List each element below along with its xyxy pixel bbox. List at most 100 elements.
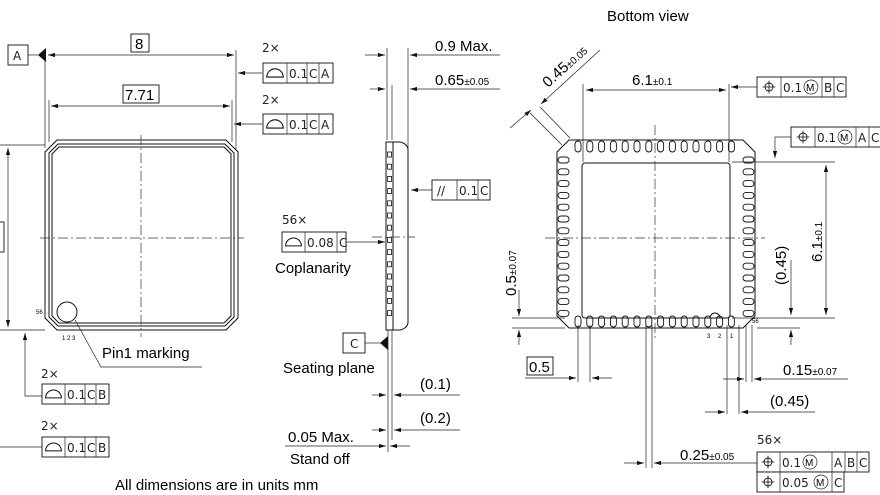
lead-pad (742, 168, 755, 176)
top-view: A 8 7.71 56 1 2 3 Pin1 marking 2× (0, 33, 334, 458)
lead-pad (742, 180, 755, 188)
edge-dimension: 0.15±0.07 (783, 362, 838, 379)
svg-text:A: A (321, 67, 330, 81)
pad-height-dimension: 6.1±0.1 (809, 221, 826, 262)
lead-pad (557, 168, 570, 176)
side-lead (387, 285, 392, 292)
pin-56-label: 56 (752, 319, 759, 325)
fcf-flatness-4: 2× 0.1 C B (0, 419, 110, 458)
svg-text:56×: 56× (757, 433, 782, 447)
fcf-parallelism: // 0.1 C (411, 179, 491, 201)
lead-pad (742, 239, 755, 247)
side-lead (387, 224, 392, 231)
svg-text:0.1: 0.1 (67, 441, 86, 455)
lead-pad (727, 315, 735, 328)
lead-pad (645, 140, 653, 153)
fcf-flatness-1: 2× 0.1 C A (238, 41, 334, 84)
svg-text:0.1: 0.1 (67, 388, 86, 402)
svg-text:A: A (834, 456, 843, 470)
lead-pad (633, 315, 641, 328)
svg-text:0.1: 0.1 (783, 81, 802, 95)
body-height: 0.65±0.05 (435, 72, 490, 89)
svg-text:2×: 2× (41, 419, 59, 433)
lead-pad (742, 298, 755, 306)
lead-dim-01: (0.1) (420, 376, 451, 393)
svg-text:56×: 56× (282, 213, 307, 227)
side-lead (387, 175, 392, 182)
lead-pad (742, 274, 755, 282)
side-lead (387, 151, 392, 158)
lead-pad (742, 286, 755, 294)
pin1-marking (56, 301, 78, 323)
lead-pad (657, 140, 665, 153)
lead-pad (609, 315, 617, 328)
pin-2-label: 2 (718, 334, 722, 340)
mmc-icon: M (840, 133, 848, 144)
lead-pad (742, 262, 755, 270)
fcf-lead-position: 56× 0.1 M A B C 0.05 M C (756, 433, 870, 493)
lead-pad (598, 315, 606, 328)
view-title: Bottom view (607, 8, 689, 25)
fcf-position-x: 0.1 M B C (731, 76, 847, 98)
side-body (393, 141, 409, 331)
pin-3-label: 3 (707, 334, 711, 340)
lead-pad (742, 227, 755, 235)
lead-pad (742, 156, 755, 164)
svg-text:0.08: 0.08 (307, 236, 334, 250)
lead-pad (742, 191, 755, 199)
lead-pad (609, 140, 617, 153)
svg-text:C: C (834, 476, 842, 490)
svg-text:B: B (824, 81, 832, 95)
lead-pad (557, 239, 570, 247)
pin-numbers-label: 1 2 3 (62, 336, 76, 342)
lead-pad (598, 140, 606, 153)
side-lead (387, 297, 392, 304)
lead-pad (645, 315, 653, 328)
pitch-value: 0.5 (529, 359, 550, 376)
side-lead (387, 249, 392, 256)
lead-pad (704, 140, 712, 153)
lead-pad (557, 191, 570, 199)
side-view: 0.9 Max. 0.65±0.05 // 0.1 C 56× 0.08 C C… (275, 38, 500, 468)
side-lead (387, 261, 392, 268)
side-lead (387, 273, 392, 280)
lead-length-dimension: 0.5±0.07 (503, 250, 520, 296)
lead-pad (621, 140, 629, 153)
pin-56-label: 56 (36, 310, 43, 316)
lead-pad (716, 140, 724, 153)
svg-text:2×: 2× (262, 41, 280, 55)
svg-text:C: C (309, 118, 317, 132)
width-value: 8 (135, 36, 143, 53)
lead-pad (742, 309, 755, 317)
mmc-icon: M (806, 83, 814, 94)
svg-text:0.1: 0.1 (782, 456, 801, 470)
svg-text:0.1: 0.1 (459, 184, 478, 198)
lead-pad (680, 140, 688, 153)
lead-pad (557, 203, 570, 211)
svg-text:A: A (321, 118, 330, 132)
side-lead (387, 236, 392, 243)
side-lead (387, 310, 392, 317)
svg-text:C: C (87, 388, 95, 402)
svg-text:C: C (87, 441, 95, 455)
svg-text:2×: 2× (262, 93, 280, 107)
seating-plane-label: Seating plane (283, 360, 375, 377)
standoff-label: Stand off (290, 451, 351, 468)
pad-width-dimension: 6.1±0.1 (632, 72, 673, 89)
side-lead (387, 212, 392, 219)
datum-triangle-icon (380, 336, 388, 350)
fcf-flatness-2: 2× 0.1 C A (234, 93, 334, 135)
standoff-value: 0.05 Max. (288, 429, 354, 446)
lead-pad (742, 215, 755, 223)
lead-pad (680, 315, 688, 328)
lead-pad (557, 298, 570, 306)
datum-a-label: A (13, 49, 22, 63)
lead-pad (657, 315, 665, 328)
lead-pad (727, 140, 735, 153)
side-lead (387, 163, 392, 170)
exposed-pad (581, 162, 731, 319)
svg-text:C: C (859, 456, 867, 470)
lead-pad (557, 286, 570, 294)
lead-pad (621, 315, 629, 328)
